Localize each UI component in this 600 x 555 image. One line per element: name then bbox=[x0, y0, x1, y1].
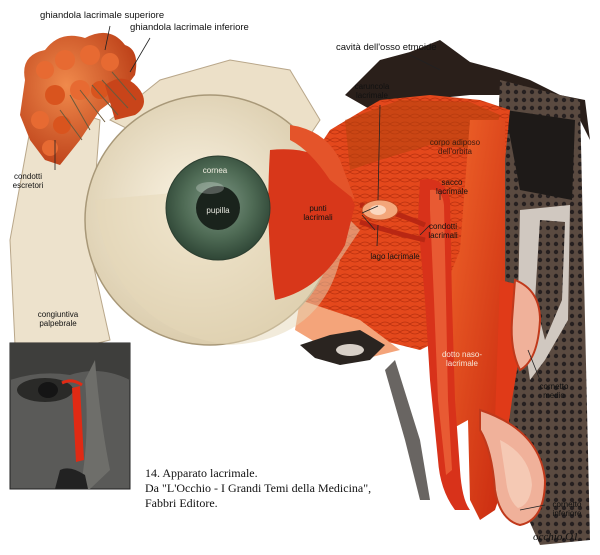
label-caruncle-line1: caruncola bbox=[354, 82, 390, 91]
label-cornea: cornea bbox=[202, 166, 228, 175]
label-canaliculi: condotti lacrimali bbox=[418, 222, 468, 240]
label-gland-upper: ghiandola lacrimale superiore bbox=[40, 10, 165, 21]
label-pupil: pupilla bbox=[206, 206, 230, 215]
label-middle-turbinate-line2: medio bbox=[543, 391, 565, 400]
label-caruncle-line2: lacrimale bbox=[355, 91, 388, 100]
label-sac-line1: sacco bbox=[441, 178, 463, 187]
label-puncta-line2: lacrimali bbox=[303, 213, 333, 222]
label-ducts-line2: escretori bbox=[12, 181, 44, 190]
label-lake: lago lacrimale bbox=[370, 252, 420, 261]
caption-line-2: Da "L'Occhio - I Grandi Temi della Medic… bbox=[145, 481, 372, 495]
label-adipose-line2: dell'orbita bbox=[438, 147, 472, 156]
label-canaliculi-line2: lacrimali bbox=[428, 231, 458, 240]
label-canaliculi-line1: condotti bbox=[428, 222, 458, 231]
label-caruncle: caruncola lacrimale bbox=[346, 82, 398, 100]
label-conjunctiva-line1: congiuntiva bbox=[37, 310, 79, 319]
label-gland-lower: ghiandola lacrimale inferiore bbox=[130, 22, 249, 33]
leader-lines bbox=[54, 25, 546, 511]
inset-face-photo bbox=[9, 342, 131, 490]
eyeball bbox=[9, 59, 399, 346]
caption-line-1: 14. Apparato lacrimale. bbox=[145, 466, 258, 480]
nasal-bone-fragment bbox=[300, 330, 430, 500]
figure-caption: 14. Apparato lacrimale. Da "L'Occhio - I… bbox=[145, 466, 445, 511]
label-inferior-turbinate-line1: cornetto bbox=[552, 500, 582, 509]
label-middle-turbinate: cornetto medio bbox=[532, 382, 576, 400]
label-sac-line2: lacrimale bbox=[435, 187, 468, 196]
label-inferior-turbinate: cornetto inferiore bbox=[544, 500, 590, 518]
label-nasolacrimal-line2: lacrimale bbox=[445, 359, 478, 368]
image-credit: occhio.O1 bbox=[533, 531, 579, 543]
label-inferior-turbinate-line2: inferiore bbox=[552, 509, 582, 518]
label-puncta: punti lacrimali bbox=[298, 204, 338, 222]
label-nasolacrimal: dotto naso- lacrimale bbox=[436, 350, 488, 368]
label-middle-turbinate-line1: cornetto bbox=[539, 382, 569, 391]
lacrimal-glands bbox=[20, 32, 144, 166]
label-nasolacrimal-line1: dotto naso- bbox=[441, 350, 483, 359]
label-sac: sacco lacrimale bbox=[430, 178, 474, 196]
label-ducts: condotti escretori bbox=[8, 172, 48, 190]
label-conjunctiva-line2: palpebrale bbox=[39, 319, 77, 328]
label-ethmoid: cavità dell'osso etmoide bbox=[336, 42, 437, 53]
label-ducts-line1: condotti bbox=[13, 172, 43, 181]
caption-line-3: Fabbri Editore. bbox=[145, 496, 218, 510]
label-conjunctiva: congiuntiva palpebrale bbox=[30, 310, 86, 328]
label-adipose: corpo adiposo dell'orbita bbox=[425, 138, 485, 156]
label-adipose-line1: corpo adiposo bbox=[429, 138, 481, 147]
label-puncta-line1: punti bbox=[309, 204, 327, 213]
